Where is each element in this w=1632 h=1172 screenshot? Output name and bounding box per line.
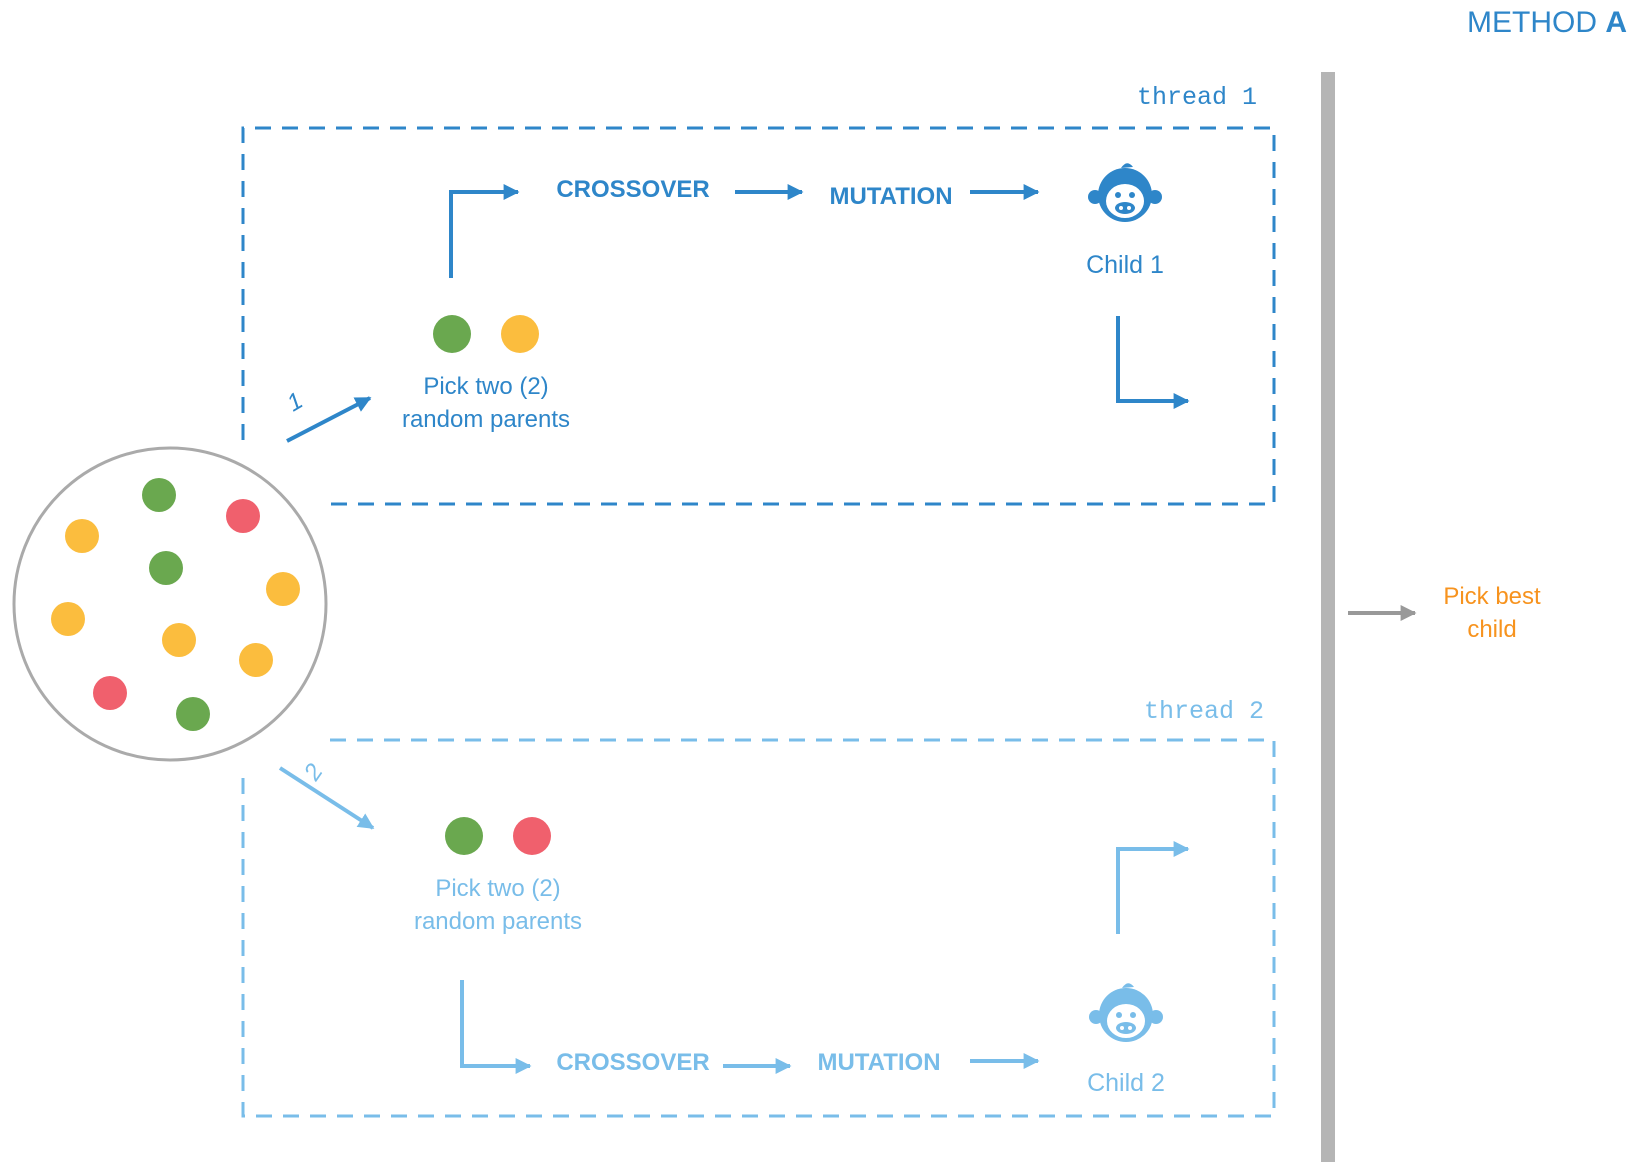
population-dot-green <box>142 478 176 512</box>
population-dot-yellow <box>65 519 99 553</box>
method-title: METHOD A <box>1467 6 1627 39</box>
thread-1-parent-1 <box>433 315 471 353</box>
population-dot-red <box>226 499 260 533</box>
arrow-parents-to-crossover-1 <box>449 184 520 278</box>
population-dot-green <box>176 697 210 731</box>
population-dot-yellow <box>266 572 300 606</box>
child-1-label: Child 1 <box>1086 251 1164 279</box>
thread-2-mutation: MUTATION <box>817 1049 940 1076</box>
method-title-prefix: METHOD <box>1467 6 1605 39</box>
thread-2-box <box>241 738 1276 1118</box>
thread-2-parent-2 <box>513 817 551 855</box>
thread-1-mutation: MUTATION <box>829 183 952 210</box>
population-dot-green <box>149 551 183 585</box>
thread-1-label: thread 1 <box>1137 83 1257 112</box>
arrow-child-2-out <box>1116 841 1190 934</box>
child-2-label: Child 2 <box>1087 1069 1165 1097</box>
pick-best-line2: child <box>1467 616 1516 643</box>
thread-1-parents-label-line1: Pick two (2) <box>423 373 548 400</box>
thread-2-parent-1 <box>445 817 483 855</box>
thread-1-crossover: CROSSOVER <box>556 176 709 203</box>
arrow-parents-to-crossover-2 <box>460 980 532 1074</box>
population-dot-yellow <box>51 602 85 636</box>
thread-2-crossover: CROSSOVER <box>556 1049 709 1076</box>
population-dot-yellow <box>239 643 273 677</box>
arrow-child-1-out <box>1116 316 1190 409</box>
thread-1-box <box>241 126 1276 506</box>
population-dot-yellow <box>162 623 196 657</box>
thread-1-parents-label-line2: random parents <box>402 406 570 433</box>
population-dot-red <box>93 676 127 710</box>
baby-face-icon <box>1088 163 1162 222</box>
method-title-letter: A <box>1605 6 1627 39</box>
thread-2-label: thread 2 <box>1144 697 1264 726</box>
thread-1-parent-2 <box>501 315 539 353</box>
baby-face-icon <box>1089 983 1163 1042</box>
pick-best-line1: Pick best <box>1443 583 1541 610</box>
arrow-1-number: 1 <box>283 387 308 417</box>
population-dots <box>51 478 300 731</box>
arrow-pool-to-thread-1 <box>286 396 372 443</box>
thread-2-parents-label-line2: random parents <box>414 908 582 935</box>
arrow-pool-to-thread-2 <box>278 766 375 830</box>
thread-2-parents-label-line1: Pick two (2) <box>435 875 560 902</box>
